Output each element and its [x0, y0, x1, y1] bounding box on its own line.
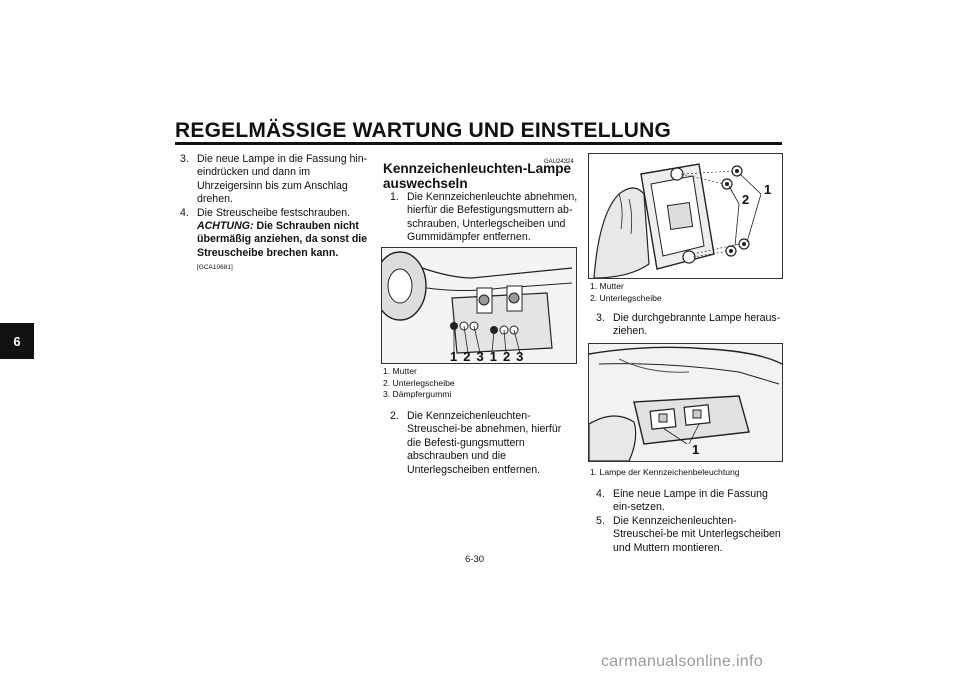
- legend-item: 2. Unterlegscheibe: [590, 292, 662, 303]
- page-number: 6-30: [465, 554, 485, 565]
- list-item: 4. Die Streuscheibe festschrauben. ACHTU…: [180, 207, 370, 275]
- header-divider: [175, 142, 782, 145]
- lens-removal-figure: 2 1: [588, 153, 783, 279]
- step-text: Die Kennzeichenleuchten-Streuschei-be ab…: [407, 410, 562, 476]
- chapter-tab: 6: [0, 323, 34, 359]
- step-number: 2.: [390, 410, 399, 422]
- figure-legend: 1. Mutter 2. Unterlegscheibe 3. Dämpferg…: [383, 366, 455, 401]
- step-number: 1.: [390, 191, 399, 203]
- bulb-removal-figure: 1: [588, 343, 783, 462]
- caution-text: Die Schrauben nicht übermäßig anziehen, …: [197, 220, 368, 259]
- figure-legend: 1. Lampe der Kennzeichenbeleuchtung: [590, 467, 740, 479]
- list-item: 3. Die neue Lampe in die Fassung hin-ein…: [180, 153, 370, 207]
- legend-item: 2. Unterlegscheibe: [383, 377, 455, 388]
- column-2-step-2: 2. Die Kennzeichenleuchten-Streuschei-be…: [390, 410, 578, 477]
- callout-label: 1: [489, 349, 497, 364]
- callout-label: 1: [764, 182, 772, 197]
- legend-item: 3. Dämpfergummi: [383, 389, 452, 400]
- legend-item: 1. Lampe der Kennzeichenbeleuchtung: [590, 467, 740, 477]
- callout-label: 2: [502, 349, 511, 364]
- section-code: GAU24324: [544, 159, 574, 165]
- column-3-steps-4-5: 4. Eine neue Lampe in die Fassung ein-se…: [596, 488, 781, 555]
- watermark: carmanualsonline.info: [601, 653, 763, 670]
- step-number: 4.: [180, 206, 189, 219]
- list-item: 5. Die Kennzeichenleuchten-Streuschei-be…: [596, 515, 781, 555]
- step-number: 4.: [596, 488, 605, 500]
- step-text: Die Kennzeichenleuchten-Streuschei-be mi…: [613, 514, 781, 554]
- column-2-step-1: 1. Die Kennzeichenleuchte abnehmen, hier…: [390, 191, 578, 245]
- caution-label: ACHTUNG:: [197, 220, 254, 233]
- page-title: REGELMÄSSIGE WARTUNG UND EINSTELLUNG: [175, 119, 672, 142]
- figure-callouts: 1 2 3 1 2 3: [450, 349, 570, 364]
- step-text: Eine neue Lampe in die Fassung ein-setze…: [613, 488, 768, 514]
- list-item: 1. Die Kennzeichenleuchte abnehmen, hier…: [390, 191, 578, 245]
- lens-illustration: [589, 154, 782, 278]
- caution-code: [GCA10681]: [197, 264, 233, 272]
- step-text: Die durchgebrannte Lampe heraus-ziehen.: [613, 312, 781, 338]
- callout-label: 3: [476, 349, 484, 364]
- column-3-step-3: 3. Die durchgebrannte Lampe heraus-ziehe…: [596, 312, 781, 339]
- column-1: 3. Die neue Lampe in die Fassung hin-ein…: [180, 153, 370, 275]
- mounting-illustration: [382, 248, 576, 363]
- bulb-illustration: [589, 344, 782, 461]
- step-number: 5.: [596, 514, 605, 527]
- step-text: Die Streuscheibe festschrauben.: [197, 206, 351, 219]
- list-item: 4. Eine neue Lampe in die Fassung ein-se…: [596, 488, 781, 515]
- license-light-mounting-figure: 1 2 3 1 2 3: [381, 247, 577, 364]
- list-item: 3. Die durchgebrannte Lampe heraus-ziehe…: [596, 312, 781, 339]
- callout-label: 3: [516, 349, 524, 364]
- callout-label: 1: [450, 349, 458, 364]
- legend-item: 1. Mutter: [383, 366, 417, 376]
- figure-legend: 1. Mutter 2. Unterlegscheibe: [590, 281, 662, 304]
- list-item: 2. Die Kennzeichenleuchten-Streuschei-be…: [390, 410, 578, 477]
- step-text: Die Kennzeichenleuchte abnehmen, hierfür…: [407, 191, 578, 244]
- callout-label: 1: [692, 442, 700, 457]
- section-heading: Kennzeichenleuchten-Lampe auswechseln: [383, 161, 572, 191]
- step-number: 3.: [180, 153, 189, 165]
- step-text: Die neue Lampe in die Fassung hin-eindrü…: [197, 153, 368, 206]
- callout-label: 2: [742, 192, 750, 207]
- callout-label: 2: [463, 349, 471, 364]
- step-number: 3.: [596, 312, 605, 324]
- legend-item: 1. Mutter: [590, 281, 624, 291]
